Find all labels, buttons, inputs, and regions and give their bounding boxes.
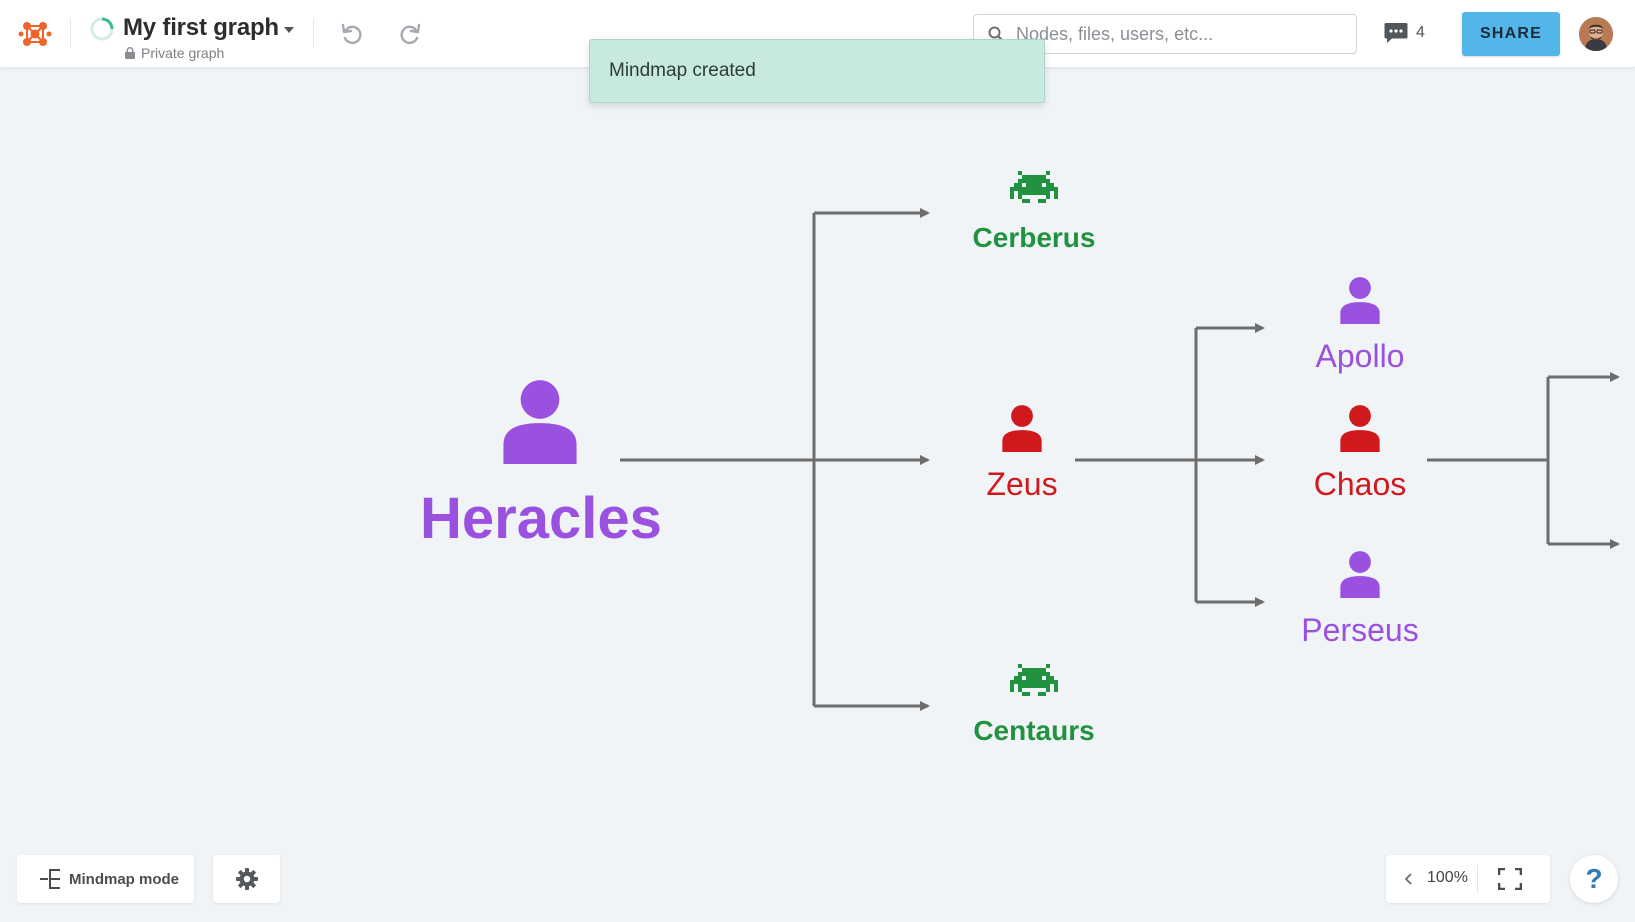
chevron-left-icon[interactable] — [1400, 870, 1418, 888]
person-icon — [1340, 405, 1380, 452]
mindmap-mode-button[interactable]: Mindmap mode — [17, 855, 194, 903]
settings-button[interactable] — [213, 855, 280, 903]
toast-notification: Mindmap created — [589, 39, 1045, 103]
node-zeus[interactable]: Zeus — [962, 404, 1082, 503]
mindmap-mode-label: Mindmap mode — [69, 870, 180, 888]
divider — [1477, 865, 1478, 893]
zoom-controls: 100% — [1386, 855, 1550, 903]
avatar[interactable] — [1579, 17, 1613, 51]
person-icon — [1340, 277, 1380, 324]
privacy-label: Private graph — [141, 45, 225, 61]
help-button[interactable]: ? — [1570, 855, 1618, 903]
lock-icon — [125, 47, 135, 59]
undo-button[interactable] — [336, 18, 368, 50]
chevron-down-icon[interactable] — [284, 27, 294, 33]
undo-icon — [341, 23, 362, 45]
person-icon — [1340, 551, 1380, 598]
saving-spinner-icon — [90, 17, 114, 41]
zoom-level[interactable]: 100% — [1427, 869, 1468, 886]
node-perseus[interactable]: Perseus — [1280, 550, 1440, 649]
node-heracles[interactable]: Heracles — [420, 378, 662, 551]
node-chaos[interactable]: Chaos — [1280, 404, 1440, 503]
comment-icon — [1384, 23, 1408, 43]
fullscreen-icon[interactable] — [1498, 868, 1522, 890]
share-button[interactable]: SHARE — [1462, 12, 1560, 56]
node-label: Perseus — [1301, 612, 1419, 648]
mindmap-icon — [40, 869, 60, 889]
privacy-status: Private graph — [125, 45, 224, 61]
node-label: Apollo — [1315, 338, 1405, 374]
redo-icon — [400, 23, 421, 45]
app-logo-icon[interactable] — [18, 17, 52, 51]
redo-button[interactable] — [394, 18, 426, 50]
monster-icon — [1010, 664, 1058, 696]
node-centaurs[interactable]: Centaurs — [954, 663, 1114, 747]
node-label: Heracles — [420, 486, 662, 551]
node-label: Zeus — [986, 466, 1058, 502]
user-avatar-icon — [1579, 17, 1613, 51]
node-label: Chaos — [1313, 466, 1407, 502]
monster-icon — [1010, 171, 1058, 203]
graph-title[interactable]: My first graph — [123, 14, 279, 41]
node-label: Centaurs — [973, 715, 1095, 746]
person-icon — [1002, 405, 1042, 452]
divider — [70, 18, 71, 48]
divider — [313, 18, 314, 48]
node-cerberus[interactable]: Cerberus — [954, 170, 1114, 254]
node-label: Cerberus — [972, 222, 1096, 253]
comments-button[interactable]: 4 — [1384, 22, 1425, 44]
comment-count: 4 — [1416, 24, 1425, 41]
search-input[interactable] — [1016, 23, 1346, 45]
person-icon — [503, 380, 577, 464]
gear-icon — [235, 868, 258, 890]
node-apollo[interactable]: Apollo — [1280, 276, 1440, 375]
